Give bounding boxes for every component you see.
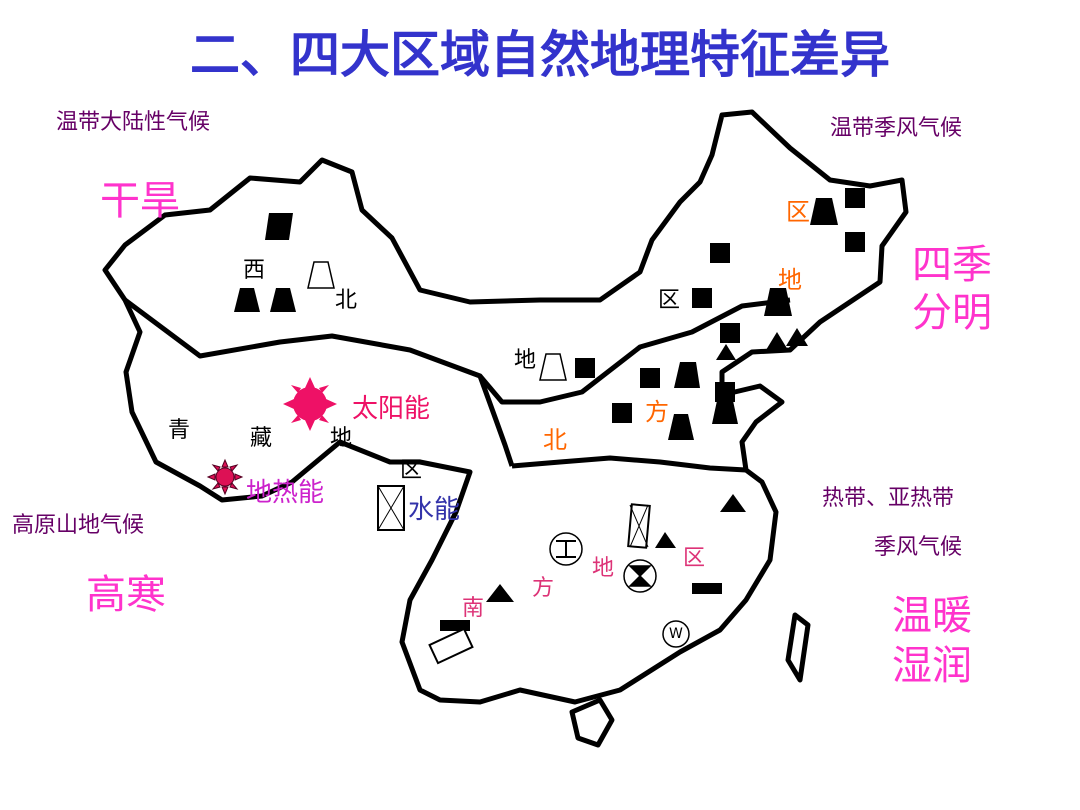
- north-label-di: 地: [778, 266, 802, 294]
- geothermal-icon: [206, 458, 244, 496]
- geothermal-energy-label: 地热能: [246, 478, 325, 508]
- northwest-climate: 温带大陆性气候: [56, 110, 211, 135]
- oil-symbols: [234, 198, 838, 440]
- industry-symbols: [549, 532, 690, 648]
- south-feature-2: 湿润: [892, 643, 972, 689]
- nw-label-qu: 区: [658, 288, 681, 313]
- iron-symbols: [486, 328, 808, 602]
- tibet-climate: 高原山地气候: [12, 513, 145, 538]
- north-label-qu: 区: [786, 198, 810, 226]
- symbol-w: W: [669, 626, 683, 642]
- hydro-energy-label: 水能: [408, 495, 461, 525]
- north-label-bei: 北: [543, 426, 567, 454]
- tibet-label-di: 地: [330, 426, 353, 451]
- tibet-label-qu: 区: [400, 458, 423, 483]
- coal-symbols: [440, 188, 865, 631]
- northwest-feature: 干旱: [100, 178, 180, 224]
- hainan-island: [569, 697, 615, 748]
- tibet-label-zang: 藏: [250, 426, 273, 451]
- south-climate-1: 热带、亚热带: [822, 486, 955, 511]
- northwest-boundary: [123, 297, 791, 405]
- north-feature-1: 四季: [912, 242, 992, 288]
- south-feature-1: 温暖: [892, 593, 972, 639]
- solar-energy-label: 太阳能: [352, 394, 431, 424]
- hydro-symbols: [377, 485, 651, 665]
- south-label-qu: 区: [683, 546, 706, 571]
- nw-label-bei: 北: [335, 288, 358, 313]
- south-label-nan: 南: [462, 596, 485, 621]
- tibet-label-qing: 青: [168, 418, 191, 443]
- nw-label-di: 地: [514, 348, 537, 373]
- country-outline: [102, 109, 909, 705]
- tibet-east-boundary: [477, 375, 515, 467]
- south-label-di: 地: [592, 556, 615, 581]
- solar-icon: [283, 377, 337, 431]
- nw-label-xi: 西: [243, 258, 266, 283]
- tibet-feature: 高寒: [86, 572, 166, 618]
- south-label-fang: 方: [532, 576, 555, 601]
- south-climate-2: 季风气候: [874, 535, 963, 560]
- north-south-boundary: [511, 455, 747, 473]
- north-feature-2: 分明: [912, 290, 992, 336]
- north-label-fang: 方: [645, 398, 669, 426]
- taiwan-island: [785, 612, 811, 683]
- page-title: 二、四大区域自然地理特征差异: [190, 26, 890, 84]
- north-climate: 温带季风气候: [830, 116, 963, 141]
- gas-symbols: [307, 261, 567, 381]
